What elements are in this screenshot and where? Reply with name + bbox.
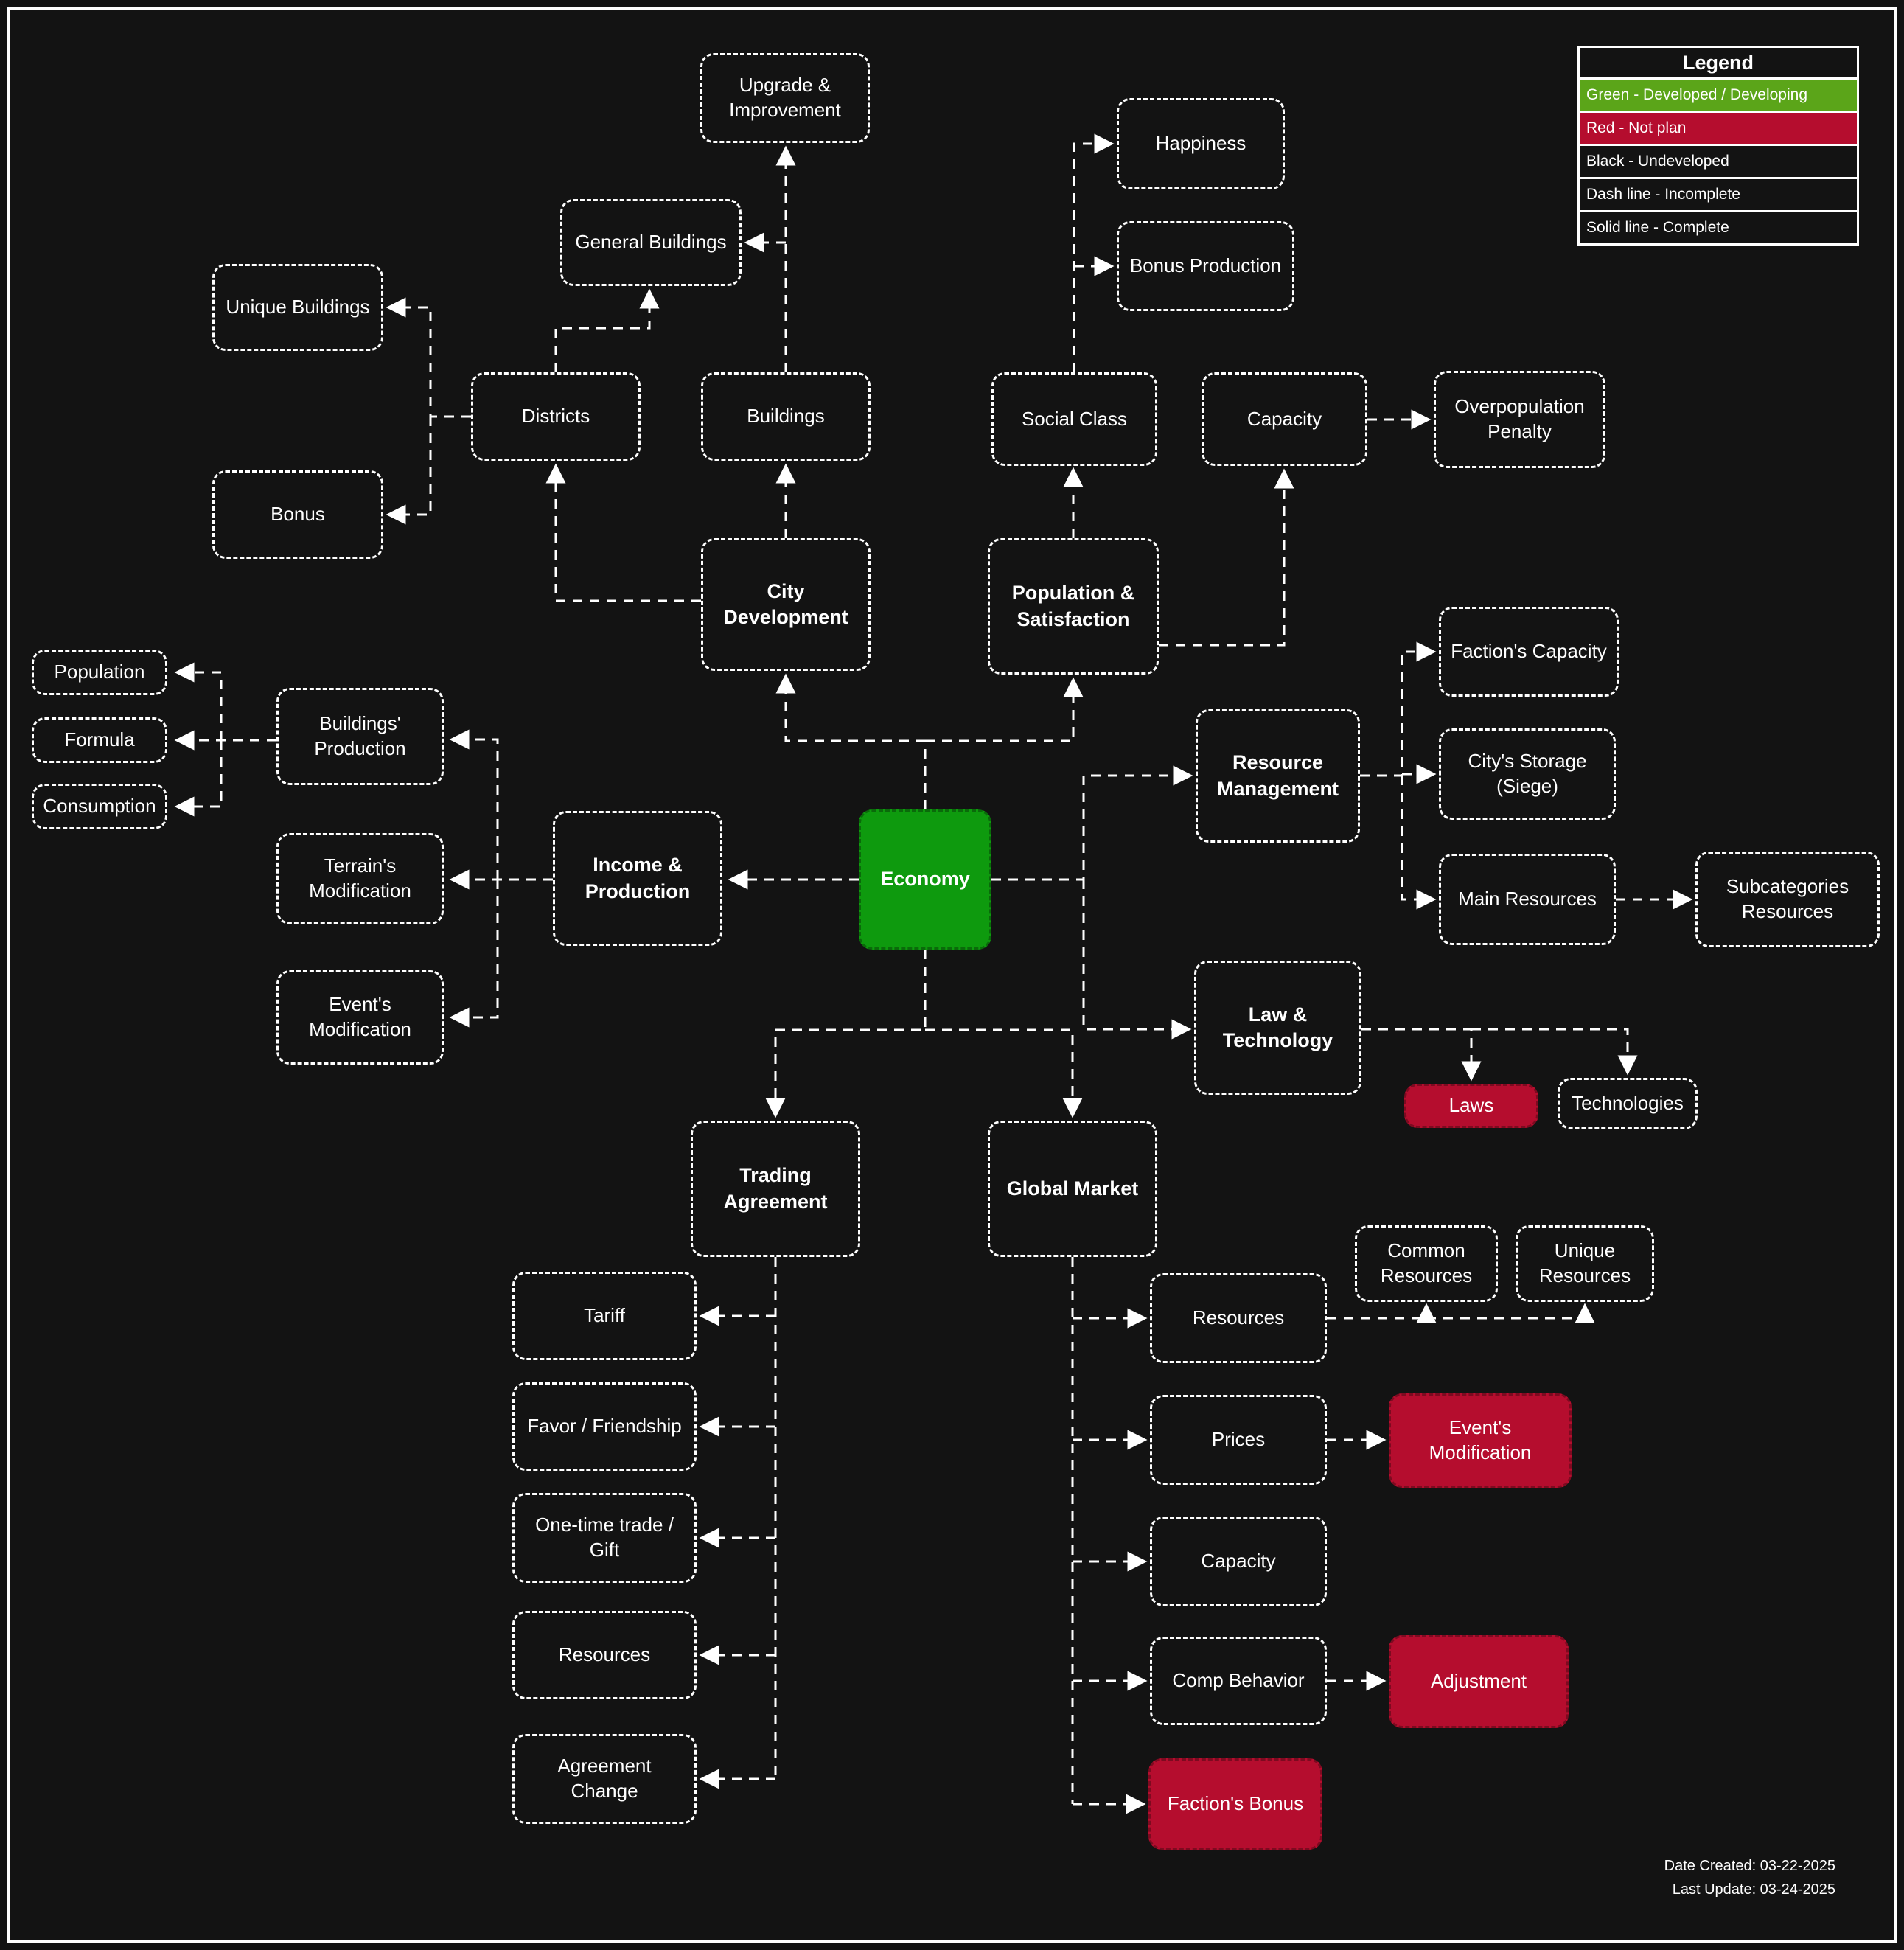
last-update: Last Update: 03-24-2025 bbox=[1672, 1881, 1835, 1898]
edge-line bbox=[925, 677, 1084, 742]
node-capacity-global-market: Capacity bbox=[1150, 1517, 1327, 1606]
node-economy: Economy bbox=[859, 809, 991, 950]
node-resource-management: Resource Management bbox=[1196, 709, 1360, 843]
edge-line bbox=[1073, 133, 1115, 372]
legend-item-5: Solid line - Complete bbox=[1577, 212, 1859, 246]
node-unique-buildings: Unique Buildings bbox=[212, 264, 383, 351]
node-subcategories-resources: Subcategories Resources bbox=[1695, 852, 1880, 947]
legend-item-2: Red - Not plan bbox=[1577, 113, 1859, 146]
node-districts: Districts bbox=[471, 372, 641, 461]
node-upgrade-improvement: Upgrade & Improvement bbox=[700, 53, 870, 143]
footer-dates: Date Created: 03-22-2025 Last Update: 03… bbox=[1664, 1854, 1835, 1901]
node-city-development: City Development bbox=[701, 538, 871, 671]
edge-line bbox=[1401, 776, 1437, 910]
node-events-modification-market: Event's Modification bbox=[1389, 1393, 1572, 1488]
edge-line bbox=[174, 740, 223, 817]
node-resources-global-market: Resources bbox=[1150, 1273, 1327, 1363]
node-unique-resources: Unique Resources bbox=[1516, 1225, 1654, 1302]
edge-line bbox=[174, 662, 223, 740]
edge-line bbox=[545, 463, 701, 602]
legend-item-3: Black - Undeveloped bbox=[1577, 146, 1859, 179]
node-resources-trading: Resources bbox=[512, 1611, 697, 1699]
node-citys-storage: City's Storage (Siege) bbox=[1439, 728, 1616, 820]
node-one-time-trade-gift: One-time trade / Gift bbox=[512, 1493, 697, 1583]
node-bonus-production: Bonus Production bbox=[1117, 221, 1294, 311]
node-bonus: Bonus bbox=[212, 470, 383, 559]
node-adjustment: Adjustment bbox=[1389, 1635, 1569, 1728]
edge-line bbox=[991, 765, 1193, 881]
edge-line bbox=[1360, 641, 1437, 777]
node-common-resources: Common Resources bbox=[1355, 1225, 1498, 1302]
node-income-production: Income & Production bbox=[553, 811, 722, 946]
node-population: Population bbox=[32, 650, 167, 695]
node-consumption: Consumption bbox=[32, 784, 167, 829]
node-factions-bonus: Faction's Bonus bbox=[1148, 1758, 1322, 1850]
edge-line bbox=[1426, 1303, 1595, 1323]
node-capacity-population: Capacity bbox=[1202, 372, 1367, 466]
node-social-class: Social Class bbox=[991, 372, 1157, 466]
edge-line bbox=[386, 297, 471, 418]
edge-line bbox=[554, 288, 660, 372]
node-buildings: Buildings bbox=[701, 372, 871, 461]
edge-line bbox=[386, 417, 432, 525]
node-terrains-modification: Terrain's Modification bbox=[276, 833, 444, 924]
node-trading-agreement: Trading Agreement bbox=[691, 1121, 860, 1257]
edge-line bbox=[1159, 468, 1294, 647]
edge-line bbox=[765, 950, 927, 1118]
node-technologies: Technologies bbox=[1558, 1078, 1698, 1129]
legend-item-4: Dash line - Incomplete bbox=[1577, 179, 1859, 212]
edge-line bbox=[1327, 1303, 1437, 1323]
node-events-modification-income: Event's Modification bbox=[276, 970, 444, 1065]
node-global-market: Global Market bbox=[988, 1121, 1157, 1257]
edge-line bbox=[449, 880, 499, 1028]
legend-item-1: Green - Developed / Developing bbox=[1577, 80, 1859, 113]
date-created: Date Created: 03-22-2025 bbox=[1664, 1858, 1835, 1874]
node-happiness: Happiness bbox=[1117, 98, 1285, 189]
node-general-buildings: General Buildings bbox=[560, 199, 742, 286]
node-tariff: Tariff bbox=[512, 1272, 697, 1360]
node-buildings-production: Buildings' Production bbox=[276, 688, 444, 785]
node-laws: Laws bbox=[1404, 1084, 1538, 1128]
node-law-technology: Law & Technology bbox=[1194, 961, 1361, 1095]
node-prices: Prices bbox=[1150, 1395, 1327, 1485]
node-formula: Formula bbox=[32, 717, 167, 763]
node-population-satisfaction: Population & Satisfaction bbox=[988, 538, 1159, 675]
edge-line bbox=[449, 729, 499, 880]
node-factions-capacity: Faction's Capacity bbox=[1439, 607, 1619, 697]
node-agreement-change: Agreement Change bbox=[512, 1734, 697, 1824]
edge-line bbox=[1471, 1028, 1638, 1076]
node-overpopulation-penalty: Overpopulation Penalty bbox=[1434, 371, 1605, 468]
edge-line bbox=[775, 673, 927, 809]
edge-line bbox=[925, 1028, 1083, 1118]
legend-title: Legend bbox=[1577, 46, 1859, 80]
node-main-resources: Main Resources bbox=[1439, 854, 1616, 945]
node-favor-friendship: Favor / Friendship bbox=[512, 1382, 697, 1471]
node-comp-behavior: Comp Behavior bbox=[1150, 1637, 1327, 1725]
